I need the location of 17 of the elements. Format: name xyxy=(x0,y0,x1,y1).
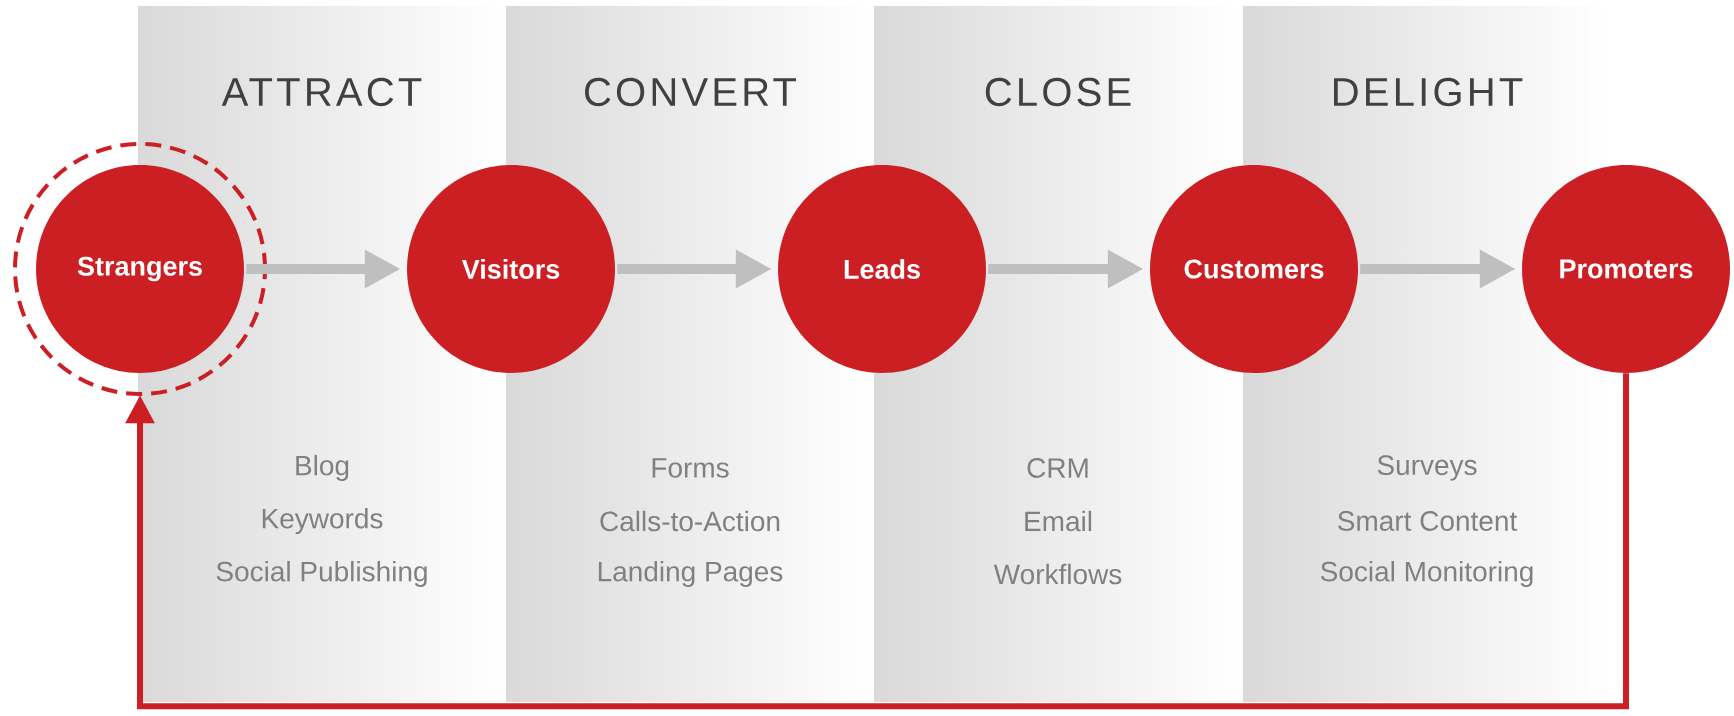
tool-label: Workflows xyxy=(993,563,1122,585)
tool-label: Blog xyxy=(296,454,349,482)
feedback-arrow xyxy=(125,373,1629,710)
tool-label: Surveys xyxy=(1377,455,1477,481)
tool-label: Keywords xyxy=(262,507,383,535)
stage-title: DELIGHT xyxy=(1334,77,1523,107)
tool-label: Social Monitoring xyxy=(1320,560,1533,588)
tool-label: Social Publishing xyxy=(216,560,427,588)
tool-label: Email xyxy=(1025,510,1092,532)
tool-label: Forms xyxy=(652,458,729,478)
stage-title: CLOSE xyxy=(985,77,1131,107)
stage-title: CONVERT xyxy=(585,77,797,107)
tool-label: Smart Content xyxy=(1338,511,1518,531)
stage-title: ATTRACT xyxy=(221,77,422,107)
tool-label: Landing Pages xyxy=(598,560,783,588)
tool-label: Calls-to-Action xyxy=(600,510,780,532)
tool-label: CRM xyxy=(1027,458,1088,478)
